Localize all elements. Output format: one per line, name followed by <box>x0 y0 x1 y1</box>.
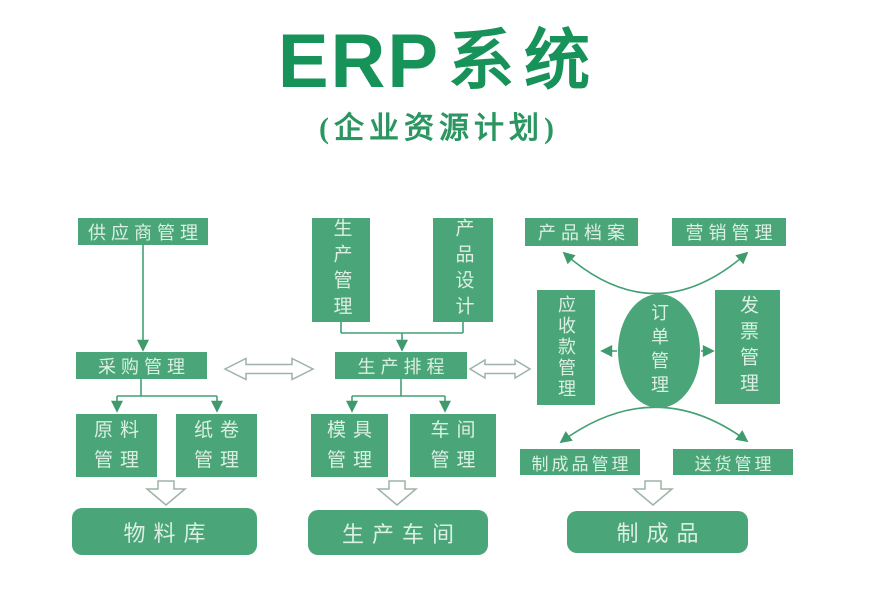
page-subtitle: (企业资源计划) <box>319 112 559 145</box>
node-production-workshop: 生产车间 <box>308 510 488 555</box>
connector-production-design-merge <box>340 322 464 334</box>
title-erp: ERP <box>277 19 441 104</box>
node-finished-goods: 制成品 <box>567 511 748 553</box>
node-raw-material-management: 原料 管理 <box>76 414 157 477</box>
node-delivery-management: 送货管理 <box>673 449 793 475</box>
node-finished-goods-management: 制成品管理 <box>520 449 640 475</box>
hollow-arrow-down-production-workshop <box>375 480 419 506</box>
node-mold-management: 模具 管理 <box>311 414 388 477</box>
node-product-archive: 产品档案 <box>525 218 638 246</box>
node-workshop-management: 车间 管理 <box>410 414 496 477</box>
node-marketing-management: 营销管理 <box>672 218 786 246</box>
arc-order-to-archive-and-marketing <box>562 251 749 295</box>
connector-scheduling-branch <box>352 379 445 397</box>
title-cjk: 系统 <box>448 25 601 98</box>
node-material-store: 物料库 <box>72 508 257 555</box>
connector-purchasing-branch <box>117 379 217 397</box>
double-arrow-purchasing-scheduling <box>223 357 315 381</box>
double-arrow-scheduling-receivables <box>468 358 532 380</box>
node-paper-roll-management: 纸卷 管理 <box>176 414 257 477</box>
node-production-management: 生产管理 <box>312 218 370 322</box>
node-production-scheduling: 生产排程 <box>335 352 467 379</box>
arc-order-to-finished-and-delivery <box>559 406 749 444</box>
node-purchasing-management: 采购管理 <box>76 352 207 379</box>
hollow-arrow-down-material-store <box>144 480 188 506</box>
node-product-design: 产品设计 <box>433 218 493 322</box>
node-supplier-management: 供应商管理 <box>78 218 208 245</box>
node-order-management: 订单管理 <box>618 294 700 408</box>
node-invoice-management: 发票管理 <box>715 290 780 404</box>
hollow-arrow-down-finished-goods <box>631 480 675 506</box>
node-receivables-management: 应收款管理 <box>537 290 595 405</box>
